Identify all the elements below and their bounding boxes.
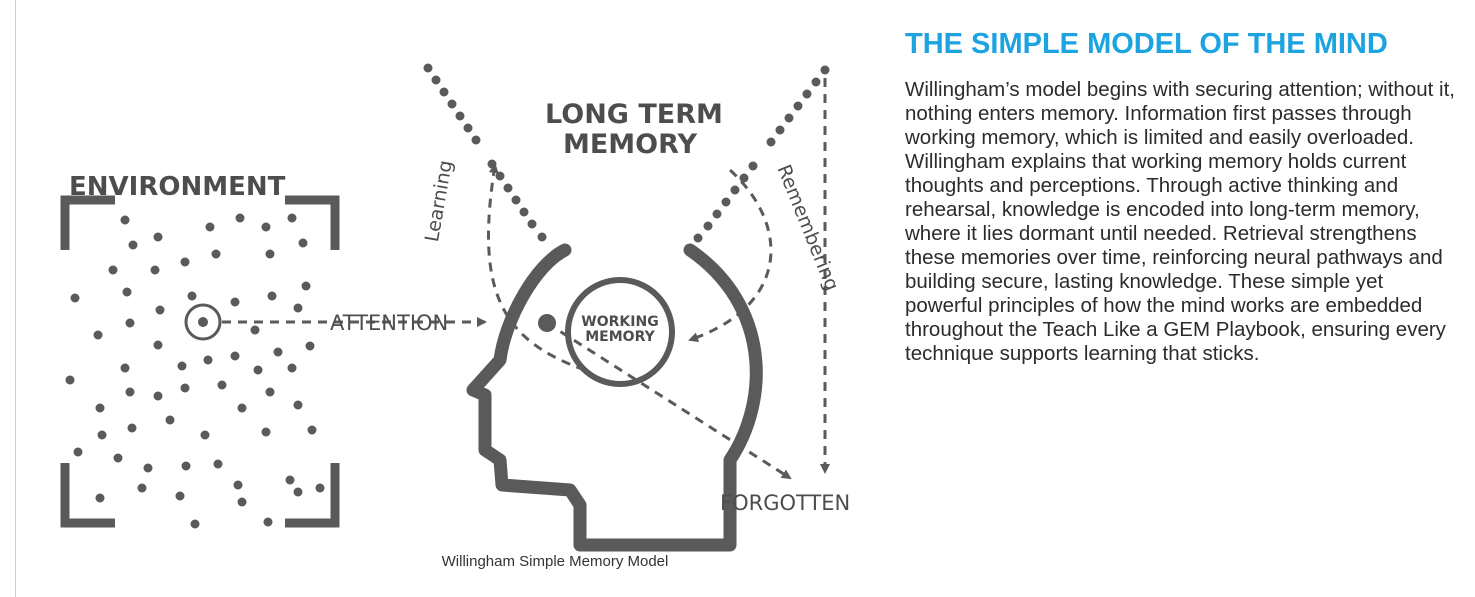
article-title: THE SIMPLE MODEL OF THE MIND xyxy=(905,28,1388,60)
article-body: Willingham’s model begins with securing … xyxy=(905,78,1455,365)
remembering-arrow xyxy=(688,168,773,343)
ltm-right-stream xyxy=(693,65,830,243)
article: THE SIMPLE MODEL OF THE MIND Willingham’… xyxy=(905,28,1465,366)
attention-label: ATTENTION xyxy=(330,311,449,335)
forgotten-label: FORGOTTEN xyxy=(720,491,851,515)
diagram-graphic xyxy=(60,63,830,552)
memory-model-diagram: ENVIRONMENT LONG TERM MEMORY ATTENTION W… xyxy=(30,40,890,570)
attention-target xyxy=(184,303,222,341)
learning-arrow xyxy=(487,163,586,372)
working-memory-line1: WORKING xyxy=(581,314,659,330)
head-outline xyxy=(466,243,763,552)
ltm-left-stream xyxy=(423,63,547,242)
long-term-memory-line1: LONG TERM xyxy=(545,99,723,130)
long-term-memory-label: LONG TERM MEMORY xyxy=(545,99,723,160)
environment-label: ENVIRONMENT xyxy=(69,172,286,202)
long-term-memory-line2: MEMORY xyxy=(563,128,697,160)
thought-dot xyxy=(538,314,556,332)
working-memory-label: WORKING MEMORY xyxy=(570,314,670,346)
working-memory-line2: MEMORY xyxy=(585,329,655,346)
left-divider xyxy=(15,0,16,597)
forgotten-arrow xyxy=(546,321,792,480)
working-memory-circle xyxy=(565,277,675,387)
environment-dots xyxy=(65,213,325,529)
environment-frame xyxy=(60,195,340,528)
diagram-caption: Willingham Simple Memory Model xyxy=(441,553,669,570)
